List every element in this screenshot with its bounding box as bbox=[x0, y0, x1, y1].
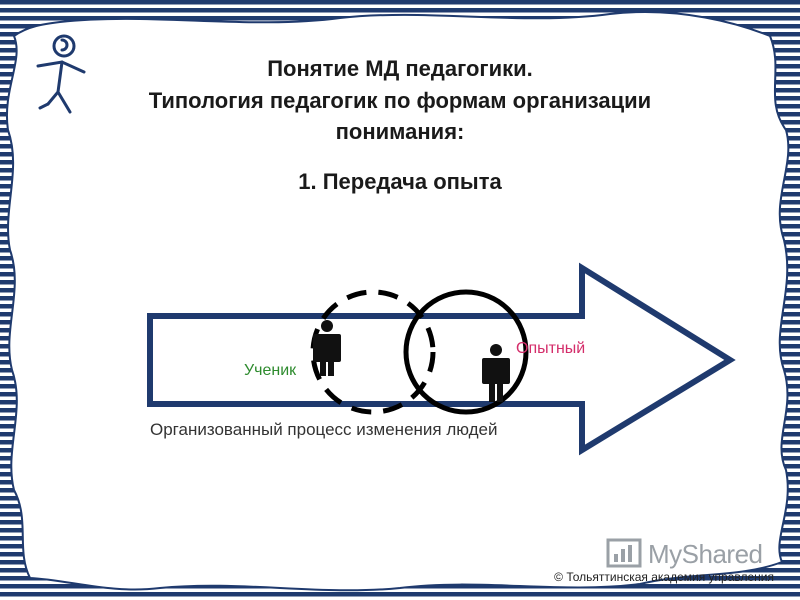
student-circle-dashed bbox=[310, 289, 436, 415]
copyright-text: © Тольяттинская академия управления bbox=[554, 570, 774, 584]
watermark: MyShared bbox=[606, 536, 766, 572]
watermark-text: MyShared bbox=[648, 539, 763, 569]
process-label: Организованный процесс изменения людей bbox=[150, 420, 498, 439]
watermark-logo-icon bbox=[606, 538, 642, 568]
student-label: Ученик bbox=[244, 362, 297, 379]
slide-subtitle: 1. Передача опыта bbox=[298, 169, 502, 194]
experienced-circle bbox=[403, 289, 529, 415]
slide-title-line3: понимания: bbox=[335, 119, 465, 144]
process-arrow bbox=[147, 262, 736, 456]
slide-title-line1: Понятие МД педагогики. bbox=[267, 56, 533, 81]
person-icon bbox=[313, 320, 341, 376]
slide-title-line2: Типология педагогик по формам организаци… bbox=[148, 88, 652, 113]
experienced-label: Опытный bbox=[516, 340, 586, 357]
person-icon bbox=[482, 344, 510, 402]
logo-figure-icon bbox=[36, 34, 86, 114]
